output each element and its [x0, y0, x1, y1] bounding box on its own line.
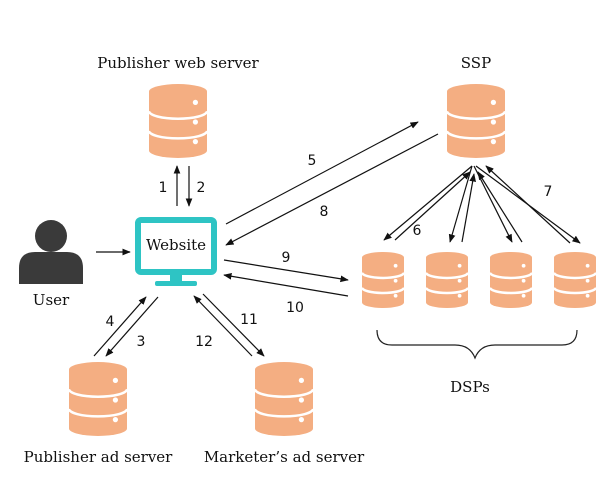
dsps-brace: [376, 329, 578, 360]
step-12: 12: [195, 334, 213, 350]
step-numbers: 1 2 3 4 5 6 7 8 9 10 11 12: [106, 153, 553, 350]
publisher-web-server-label: Publisher web server: [97, 54, 259, 72]
website-label: Website: [146, 236, 206, 254]
arrow-8: [225, 133, 439, 246]
arrow-11: [202, 293, 265, 357]
arrow-dsp4-ssp: [485, 165, 571, 244]
step-4: 4: [106, 314, 115, 330]
dsp-2-icon: [424, 252, 470, 309]
arrows: [93, 121, 581, 357]
database-icons: [67, 84, 598, 436]
user-icon: [19, 220, 83, 284]
dsp-3-icon: [488, 252, 534, 309]
step-11: 11: [240, 312, 258, 328]
arrow-ssp-dsp2: [448, 165, 473, 243]
arrow-dsp1-ssp: [394, 171, 471, 241]
ssp-database-icon: [445, 84, 507, 159]
step-7: 7: [544, 184, 553, 200]
step-2: 2: [197, 180, 206, 196]
step-8: 8: [320, 204, 329, 220]
arrow-10: [223, 272, 349, 297]
arrow-dsp3-ssp: [477, 171, 523, 243]
publisher-ad-server-label: Publisher ad server: [24, 448, 174, 466]
arrow-4: [93, 296, 147, 357]
step-6: 6: [413, 223, 422, 239]
publisher-ad-server-icon: [67, 362, 129, 436]
arrow-9: [223, 259, 349, 283]
dsp-1-icon: [360, 252, 406, 309]
user-label: User: [33, 291, 70, 309]
marketers-ad-server-icon: [253, 362, 315, 436]
dsps-label: DSPs: [450, 378, 490, 396]
step-1: 1: [159, 180, 168, 196]
publisher-web-server-icon: [147, 84, 209, 159]
ssp-label: SSP: [461, 54, 491, 72]
arrow-3: [105, 296, 159, 357]
arrow-12: [193, 295, 253, 357]
monitor-icon: [135, 217, 217, 286]
step-10: 10: [286, 300, 304, 316]
step-3: 3: [137, 334, 146, 350]
arrow-ssp-dsp1: [383, 165, 473, 241]
arrow-dsp2-ssp: [461, 173, 476, 243]
marketer-ad-server-label: Marketer’s ad server: [204, 448, 365, 466]
step-5: 5: [308, 153, 317, 169]
arrow-ssp-dsp3: [473, 165, 513, 243]
dsp-4-icon: [552, 252, 598, 309]
step-9: 9: [282, 250, 291, 266]
arrow-5: [225, 121, 419, 225]
